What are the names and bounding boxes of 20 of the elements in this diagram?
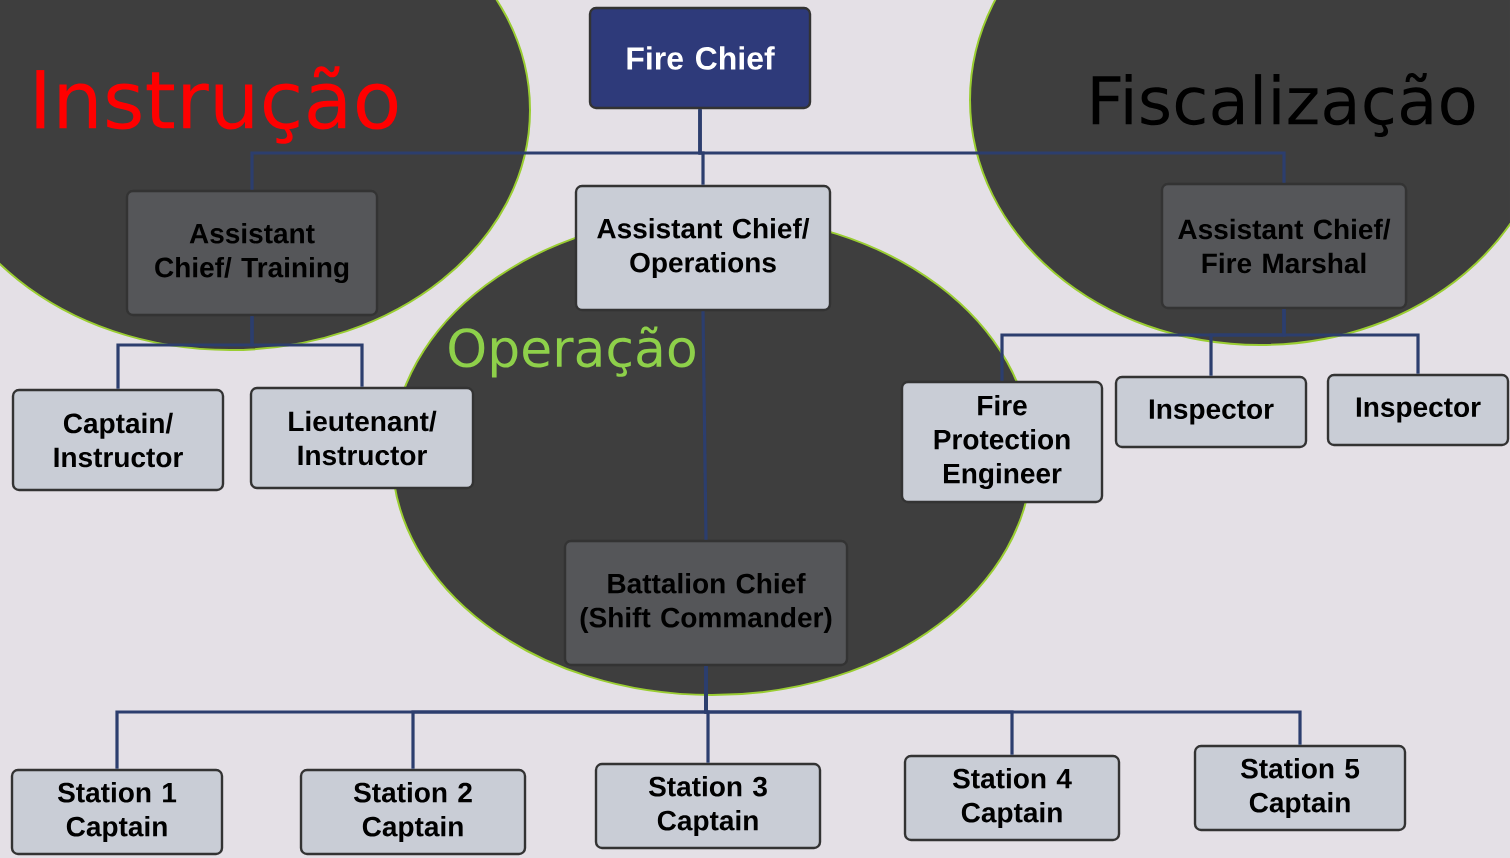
- connector-line: [698, 109, 1286, 183]
- connector-line: [704, 666, 1302, 745]
- connector-line: [701, 311, 708, 540]
- role-box: Fire Chief: [588, 6, 812, 110]
- role-box: Assistant Chief/ Training: [125, 189, 379, 317]
- role-box: Assistant Chief/ Fire Marshal: [1160, 182, 1408, 310]
- role-box: Station 2 Captain: [299, 768, 527, 856]
- role-box: Inspector: [1114, 375, 1308, 449]
- role-box: Station 5 Captain: [1193, 744, 1407, 832]
- role-box: Lieutenant/ Instructor: [249, 386, 475, 490]
- role-box: Station 4 Captain: [903, 754, 1121, 842]
- role-box: Fire Protection Engineer: [900, 380, 1104, 504]
- connector-line: [250, 316, 364, 387]
- role-box: Assistant Chief/ Operations: [574, 184, 832, 312]
- role-box: Station 3 Captain: [594, 762, 822, 850]
- role-box: Captain/ Instructor: [11, 388, 225, 492]
- role-box: Station 1 Captain: [10, 768, 224, 856]
- role-box: Inspector: [1326, 373, 1510, 447]
- role-box: Battalion Chief (Shift Commander): [563, 539, 849, 667]
- connector-line: [1282, 309, 1420, 374]
